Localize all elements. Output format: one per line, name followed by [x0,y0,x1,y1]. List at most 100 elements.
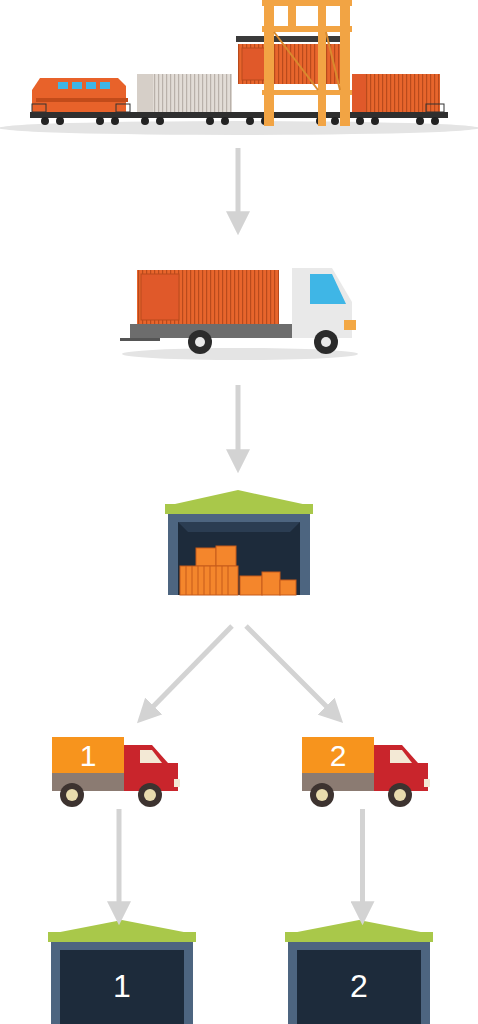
train-scene-part [352,74,366,112]
warehouse-number: 2 [297,950,421,1024]
train-scene-part-part [331,117,339,125]
train-scene-part-part [356,117,364,125]
flow-arrow [360,809,365,918]
train-scene-part [30,112,448,118]
truck-shape [50,733,182,809]
flow-arrow-part [236,385,241,466]
warehouse-roof [50,920,194,934]
warehouse-number: 1 [60,950,184,1024]
train-scene-part [72,82,82,89]
warehouse-door [60,950,184,1024]
flow-arrow-part [236,148,241,228]
warehouse-wall [51,942,193,1024]
container-truck-part [137,270,279,324]
delivery-truck: 1 [50,733,182,809]
train-scene-part [100,82,110,89]
train-scene-part [262,0,352,126]
train-scene-part [86,82,96,89]
container-truck [120,268,358,360]
warehouse-node: 1 [48,918,196,1024]
central-warehouse [165,490,313,595]
container-truck-part [195,337,205,347]
flow-arrow [142,148,338,718]
container-truck-part [188,330,212,354]
warehouse-wall [288,942,430,1024]
flow-arrow-part [246,626,338,718]
train-scene-part [32,78,126,112]
container-truck-part [141,274,179,320]
container-truck-part [130,324,292,338]
train-scene-part [274,32,340,90]
central-warehouse-part-part [180,566,238,595]
flow-arrow-part [142,626,232,718]
central-warehouse-part-part [196,548,216,566]
train-scene-part-part [340,0,350,126]
train-scene-part-part [431,117,439,125]
truck-window [390,750,412,763]
truck-number: 2 [302,737,374,773]
truck-hub [394,789,406,801]
truck-hub [66,789,78,801]
central-warehouse-part-part [198,566,199,595]
container-truck-part [310,274,346,304]
train-scene-part [36,98,128,102]
central-warehouse-part-part [280,580,296,595]
truck-number: 1 [52,737,124,773]
central-warehouse-part-part [216,566,217,595]
warehouse-roof [48,932,196,942]
train-scene-part [32,104,46,112]
truck-hub [144,789,156,801]
central-warehouse-part-part [186,566,187,595]
truck-light [424,779,430,787]
train-scene-part-part [41,117,49,125]
train-scene-part-part [326,32,340,90]
central-warehouse-part [180,546,296,595]
train-scene-part-part [264,0,274,126]
central-warehouse-part-part [204,566,205,595]
truck-light [174,779,180,787]
train-scene-part [58,82,68,89]
train-scene-part [137,74,153,112]
train-scene-part [426,104,444,112]
cargo-box [52,737,124,773]
train-scene-part-part [274,32,318,90]
train-scene-part [41,117,439,125]
warehouse-node: 2 [285,918,433,1024]
delivery-truck: 2 [300,733,432,809]
truck-wheel [60,783,84,807]
truck-wheel [310,783,334,807]
truck-hub [316,789,328,801]
train-scene-part-part [111,117,119,125]
central-warehouse-part-part [210,566,211,595]
container-truck-part [314,330,338,354]
train-scene-part-part [416,117,424,125]
train-scene-part [137,74,232,112]
central-warehouse-part [168,514,310,595]
train-scene-part [352,74,440,112]
central-warehouse-part-part [228,566,229,595]
truck-window [140,750,162,763]
train-scene-part-part [156,117,164,125]
central-warehouse-part [178,522,300,532]
central-warehouse-part [178,522,300,595]
truck-shape [300,733,432,809]
warehouse-roof [285,932,433,942]
container-truck-part [292,268,352,338]
train-scene-part-part [206,117,214,125]
central-warehouse-part [165,504,313,514]
train-scene-part-part [262,26,352,32]
train-scene-part [116,104,130,112]
container-truck-part [120,338,160,341]
central-warehouse-part [186,566,228,595]
central-warehouse-part [166,490,312,506]
train-scene-part-part [141,117,149,125]
warehouse-roof [287,920,431,934]
central-warehouse-part-part [222,566,223,595]
train-scene-part-part [246,117,254,125]
train-scene-part [236,36,342,42]
warehouse-door [297,950,421,1024]
truck-wheel [138,783,162,807]
container-truck-part [344,320,356,330]
